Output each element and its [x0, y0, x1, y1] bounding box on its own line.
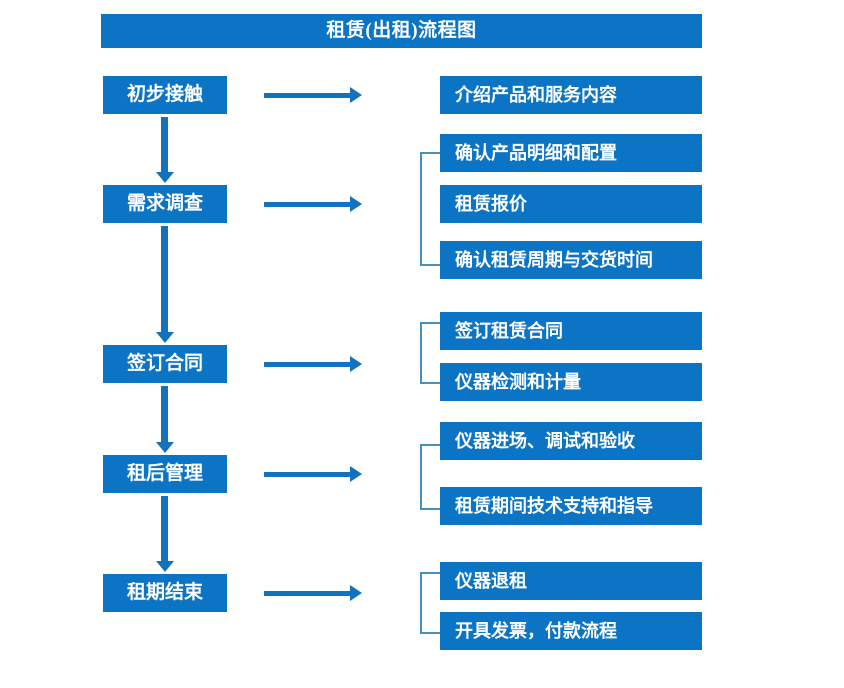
detail-box-7[interactable]: 仪器进场、调试和验收	[440, 422, 702, 460]
stage-box-3[interactable]: 签订合同	[103, 345, 227, 383]
right-arrow-2	[264, 196, 362, 212]
detail-box-6[interactable]: 仪器检测和计量	[440, 363, 702, 401]
detail-box-10[interactable]: 开具发票，付款流程	[440, 612, 702, 650]
detail-box-9[interactable]: 仪器退租	[440, 562, 702, 600]
right-arrow-3	[264, 356, 362, 372]
right-arrow-4	[264, 466, 362, 482]
down-arrow-2	[156, 226, 174, 343]
detail-box-3[interactable]: 租赁报价	[440, 185, 702, 223]
detail-box-8[interactable]: 租赁期间技术支持和指导	[440, 487, 702, 525]
right-arrow-5	[264, 585, 362, 601]
stage-box-4[interactable]: 租后管理	[103, 455, 227, 493]
down-arrow-3	[156, 386, 174, 453]
group-bracket-1	[420, 152, 440, 266]
stage-box-1[interactable]: 初步接触	[103, 76, 227, 114]
detail-box-5[interactable]: 签订租赁合同	[440, 312, 702, 350]
detail-box-1[interactable]: 介绍产品和服务内容	[440, 76, 702, 114]
down-arrow-1	[156, 117, 174, 183]
detail-box-4[interactable]: 确认租赁周期与交货时间	[440, 241, 702, 279]
right-arrow-1	[264, 87, 362, 103]
page-title: 租赁(出租)流程图	[101, 14, 702, 48]
group-bracket-3	[420, 444, 440, 510]
detail-box-2[interactable]: 确认产品明细和配置	[440, 134, 702, 172]
group-bracket-4	[420, 572, 440, 634]
stage-box-2[interactable]: 需求调查	[103, 185, 227, 223]
stage-box-5[interactable]: 租期结束	[103, 574, 227, 612]
down-arrow-4	[156, 496, 174, 572]
group-bracket-2	[420, 322, 440, 384]
